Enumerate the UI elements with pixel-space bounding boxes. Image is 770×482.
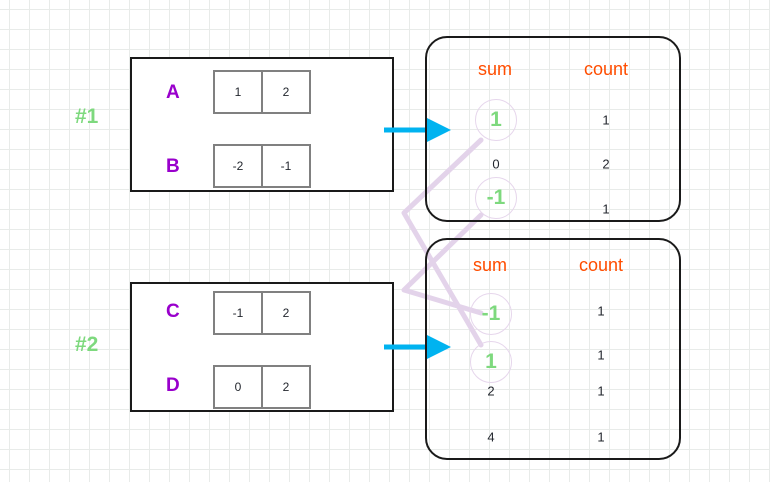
agg-table-1-row2-sum: -1 [486,186,506,209]
cell-A-0: 1 [213,70,263,114]
cell-B-0: -2 [213,144,263,188]
group-label-1: #1 [75,105,99,128]
agg-table-1-row0-sum: 1 [490,108,502,131]
agg-table-1-row1-count: 2 [602,156,610,172]
agg-table-2-row0-sum: -1 [481,302,501,325]
highlight-circle-t1-r2 [475,177,517,219]
agg-table-2-header-count: count [578,255,624,275]
cell-B-1: -1 [261,144,311,188]
agg-table-2-row1-count: 1 [597,347,605,363]
highlight-circle-t2-r0 [470,293,512,335]
agg-table-2-row1-sum: 1 [485,350,497,373]
agg-table-2-row2-count: 1 [597,383,605,399]
agg-table-1-row1-sum: 0 [492,156,500,172]
agg-table-2 [425,238,681,460]
agg-table-1-row2-count: 1 [602,201,610,217]
agg-table-1-row0-count: 1 [602,112,610,128]
agg-table-2-header-sum: sum [472,255,508,275]
agg-table-2-row0-count: 1 [597,303,605,319]
agg-table-1-header-count: count [583,59,629,79]
highlight-circle-t1-r0 [475,99,517,141]
row-label-A: A [166,82,180,103]
agg-table-1-header-sum: sum [477,59,513,79]
cellpair-C: -1 2 [213,291,311,335]
cell-C-0: -1 [213,291,263,335]
highlight-circle-t2-r1 [470,341,512,383]
cellpair-A: 1 2 [213,70,311,114]
group-label-2: #2 [75,333,99,356]
cell-A-1: 2 [261,70,311,114]
agg-table-2-row3-count: 1 [597,429,605,445]
row-label-B: B [166,156,180,177]
cellpair-D: 0 2 [213,365,311,409]
row-label-C: C [166,301,180,322]
agg-table-2-row3-sum: 4 [487,429,495,445]
cell-D-1: 2 [261,365,311,409]
agg-table-1 [425,36,681,222]
cellpair-B: -2 -1 [213,144,311,188]
cell-D-0: 0 [213,365,263,409]
agg-table-2-row2-sum: 2 [487,383,495,399]
row-label-D: D [166,375,180,396]
cell-C-1: 2 [261,291,311,335]
